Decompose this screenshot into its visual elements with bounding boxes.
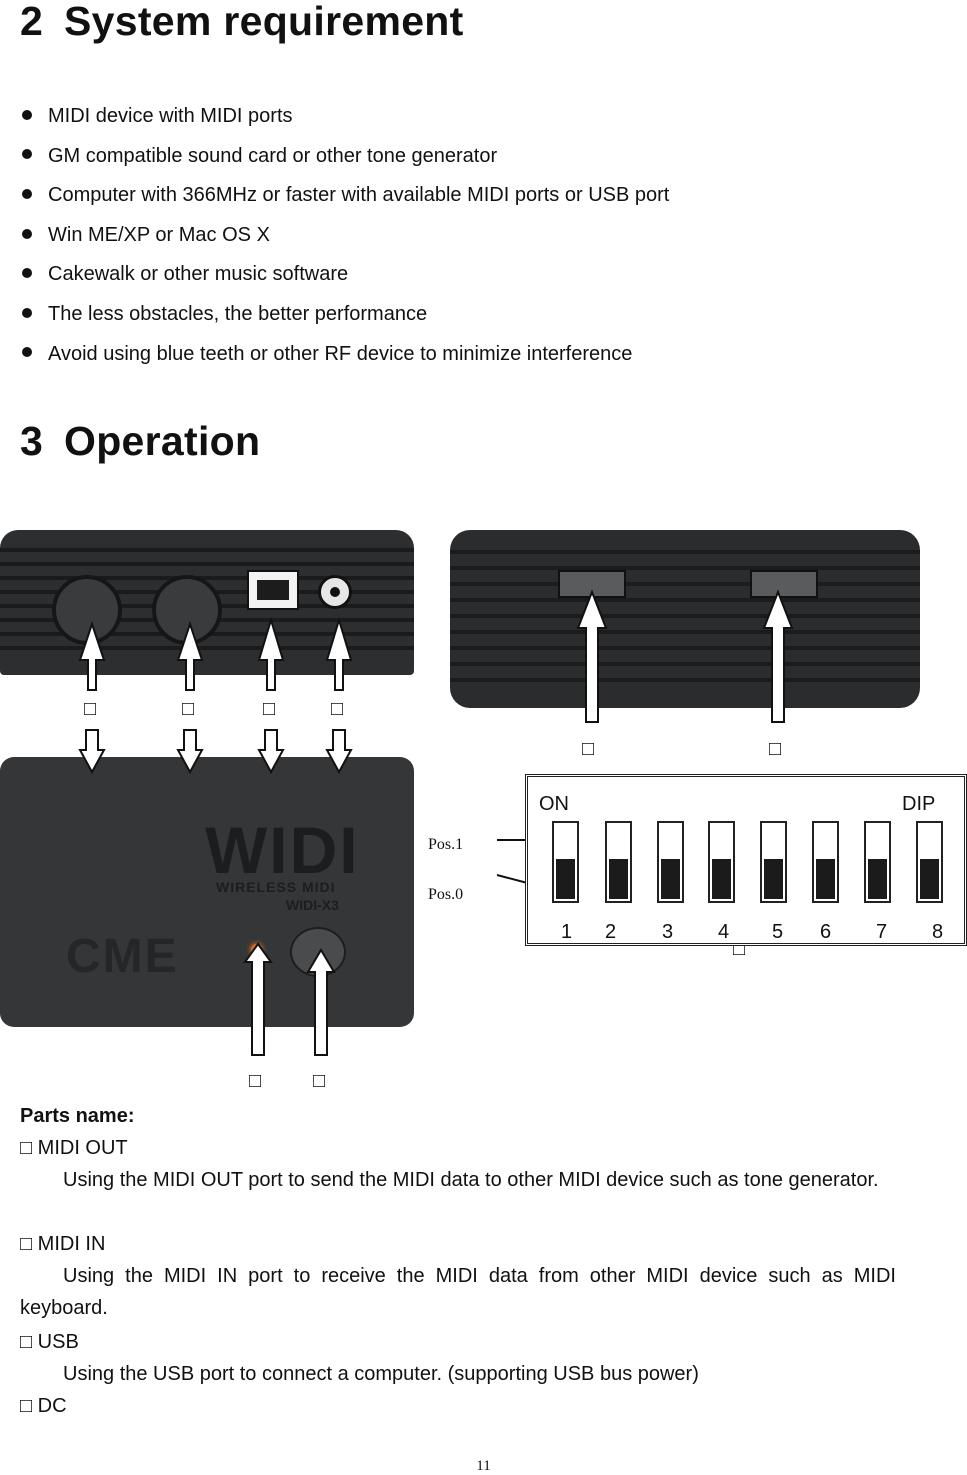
part-marker: □: [20, 1233, 33, 1255]
section-2-heading: 2 System requirement: [20, 0, 464, 45]
part-description: Using the MIDI IN port to receive the MI…: [20, 1265, 896, 1319]
dip-number: 4: [718, 921, 730, 943]
part-marker: □: [581, 738, 595, 760]
dip-switch-5[interactable]: [760, 821, 787, 903]
part-marker: □: [248, 1070, 262, 1092]
dc-port-icon: [318, 575, 352, 609]
part-marker: □: [262, 698, 276, 720]
bullet-icon: [22, 347, 32, 358]
dip-switch-7[interactable]: [864, 821, 891, 903]
dip-label: DIP: [902, 793, 936, 815]
part-marker: □: [312, 1070, 326, 1092]
pos1-label: Pos.1: [428, 836, 464, 853]
brand-logo: CME: [66, 930, 179, 983]
dip-switch-3[interactable]: [657, 821, 684, 903]
dip-switch-1[interactable]: [552, 821, 579, 903]
dip-number: 8: [932, 921, 944, 943]
device-logo: WIDI: [205, 813, 360, 887]
part-marker: □: [181, 698, 195, 720]
bullet-icon: [22, 149, 32, 160]
device-model: WIDI-X3: [286, 897, 339, 913]
dip-number: 6: [820, 921, 832, 943]
part-marker: □: [20, 1137, 33, 1159]
list-item: The less obstacles, the better performan…: [22, 296, 669, 336]
section-title: System requirement: [64, 0, 464, 44]
dip-switch-panel: ON DIP 1 2 3 4 5 6 7 8: [525, 774, 967, 946]
dip-on-label: ON: [539, 793, 569, 815]
bullet-icon: [22, 188, 32, 199]
dip-number: 7: [876, 921, 888, 943]
dip-switch-2[interactable]: [605, 821, 632, 903]
device-top-face: WIDI WIRELESS MIDI WIDI-X3 CME: [0, 757, 414, 1027]
part-marker: □: [330, 698, 344, 720]
dip-switch-4[interactable]: [708, 821, 735, 903]
dip-number: 5: [772, 921, 784, 943]
bullet-icon: [22, 307, 32, 318]
dip-number: 3: [662, 921, 674, 943]
part-description: Using the USB port to connect a computer…: [63, 1363, 699, 1385]
part-marker: □: [83, 698, 97, 720]
bullet-icon: [22, 109, 32, 120]
dip-number: 2: [605, 921, 617, 943]
dip-switch-8[interactable]: [916, 821, 943, 903]
part-description: Using the MIDI OUT port to send the MIDI…: [63, 1169, 879, 1191]
part-name: DC: [37, 1395, 67, 1417]
page-number: 11: [476, 1458, 491, 1474]
list-item: Avoid using blue teeth or other RF devic…: [22, 336, 669, 376]
part-name: MIDI IN: [37, 1233, 106, 1255]
part-item-title: □ USB: [20, 1326, 79, 1358]
part-marker: □: [20, 1395, 33, 1417]
dip-number: 1: [561, 921, 573, 943]
list-item: GM compatible sound card or other tone g…: [22, 138, 669, 178]
list-item: Cakewalk or other music software: [22, 256, 669, 296]
section-number: 3: [20, 418, 44, 464]
midi-out-port-icon: [52, 575, 122, 645]
dip-switch-6[interactable]: [812, 821, 839, 903]
usb-port-icon: [247, 570, 299, 610]
parts-heading: Parts name:: [20, 1105, 135, 1127]
device-subtitle: WIRELESS MIDI: [216, 879, 336, 895]
list-item: Computer with 366MHz or faster with avai…: [22, 177, 669, 217]
part-item-title: □ DC: [20, 1390, 67, 1422]
slide-switch-icon: [750, 570, 818, 598]
pos0-label: Pos.0: [428, 886, 464, 903]
list-item: MIDI device with MIDI ports: [22, 98, 669, 138]
section-3-heading: 3 Operation: [20, 418, 260, 465]
bullet-icon: [22, 268, 32, 279]
part-marker: □: [20, 1331, 33, 1353]
requirements-list: MIDI device with MIDI ports GM compatibl…: [22, 98, 669, 375]
section-number: 2: [20, 0, 44, 44]
part-name: USB: [37, 1331, 79, 1353]
bullet-icon: [22, 228, 32, 239]
part-item-title: □ MIDI OUT: [20, 1132, 128, 1164]
device-side-panel: [450, 530, 920, 708]
part-name: MIDI OUT: [37, 1137, 128, 1159]
section-title: Operation: [64, 418, 261, 464]
part-item-title: □ MIDI IN: [20, 1228, 105, 1260]
part-marker: □: [768, 738, 782, 760]
list-item: Win ME/XP or Mac OS X: [22, 217, 669, 257]
